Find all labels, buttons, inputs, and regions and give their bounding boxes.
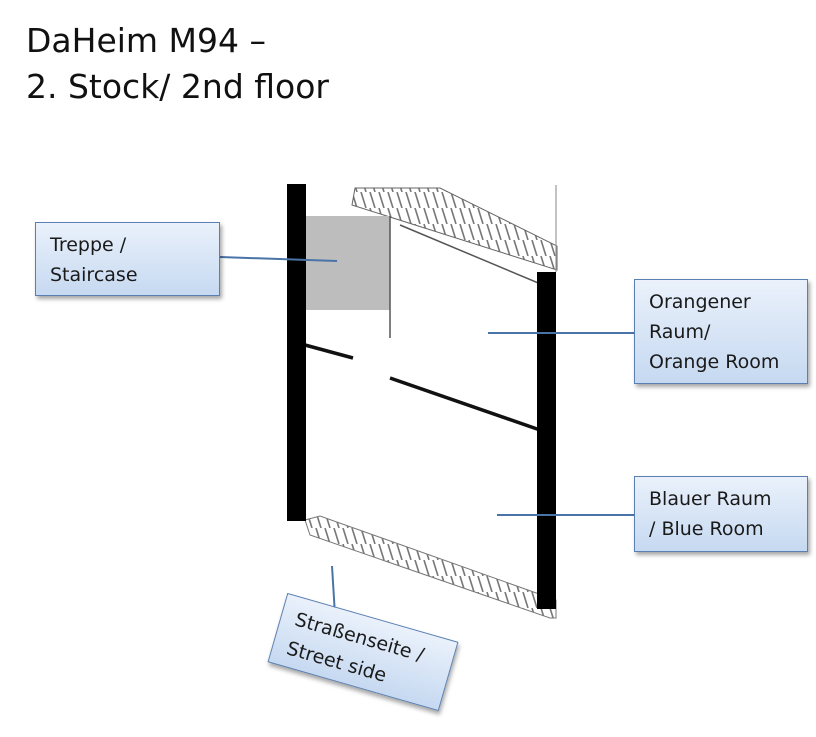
title-line-2: 2. Stock/ 2nd floor [26,67,329,106]
orange-room-label-line-2: Raum/ [649,321,711,343]
right-thick-wall [537,272,556,609]
left-thick-wall [287,184,306,521]
title-line-1: DaHeim M94 – [26,21,267,60]
blue-room-label-line-1: Blauer Raum [649,488,772,510]
top-hatched-wall [351,187,558,271]
staircase-leader [219,256,338,262]
room-divider-wall-left [304,343,354,360]
room-divider-wall-right [389,376,541,432]
orange-room-label-line-1: Orangener [649,291,751,313]
staircase-label-line-1: Treppe / [50,234,127,256]
blue-room-label-line-2: / Blue Room [649,518,764,540]
inner-wall-top-right [399,224,556,291]
blue-room-callout: Blauer Raum / Blue Room [634,476,808,552]
staircase-callout: Treppe / Staircase [35,222,220,296]
bottom-hatched-wall [304,515,557,619]
orange-room-label-line-3: Orange Room [649,351,780,373]
staircase-label-line-2: Staircase [50,264,138,286]
page-title: DaHeim M94 – 2. Stock/ 2nd floor [26,18,329,110]
orange-room-callout: Orangener Raum/ Orange Room [634,279,808,384]
staircase-block [306,216,390,310]
